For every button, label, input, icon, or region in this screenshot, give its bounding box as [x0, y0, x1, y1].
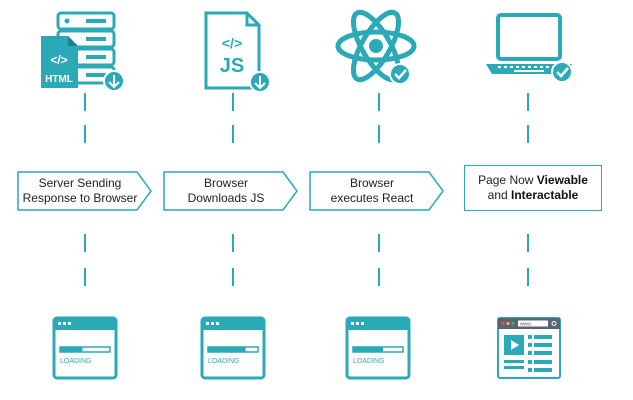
step-label-line2: executes React: [330, 191, 414, 205]
connector-dash: [84, 125, 86, 143]
connector-dash: [527, 93, 529, 111]
step-label-line2: Response to Browser: [22, 191, 138, 205]
loading-window-icon: LOADING: [345, 316, 411, 380]
final-bold-viewable: Viewable: [536, 173, 588, 187]
connector-dash: [527, 268, 529, 286]
loading-window-icon: LOADING: [200, 316, 266, 380]
connector-dash: [527, 234, 529, 252]
progress-fill: [208, 347, 246, 352]
js-file-tag: </>: [222, 35, 242, 51]
loading-label: LOADING: [353, 358, 385, 365]
progress-fill: [60, 347, 83, 352]
final-state-box: Page Now Viewable and Interactable: [464, 165, 602, 211]
html-file-tag: </>: [50, 53, 67, 67]
step-label-line2: Downloads JS: [187, 191, 265, 205]
final-bold-interactable: Interactable: [511, 188, 579, 202]
loading-label: LOADING: [208, 358, 240, 365]
connector-dash: [232, 93, 234, 111]
html-file-label: HTML: [45, 74, 73, 85]
connector-dash: [378, 93, 380, 111]
js-file-label: JS: [220, 55, 244, 77]
connector-dash: [378, 268, 380, 286]
connector-dash: [527, 125, 529, 143]
loading-label: LOADING: [60, 358, 92, 365]
loading-window-icon: LOADING: [52, 316, 118, 380]
laptop-icon: [486, 13, 573, 83]
step-browser-executes: Browser executes React: [309, 171, 445, 211]
connector-dash: [378, 125, 380, 143]
connector-dash: [232, 268, 234, 286]
connector-dash: [378, 234, 380, 252]
js-file-icon: </> JS: [204, 11, 271, 93]
connector-dash: [232, 125, 234, 143]
server-icon: </> HTML: [41, 11, 125, 92]
react-atom-icon: [335, 9, 417, 85]
final-mid: and: [487, 188, 511, 202]
connector-dash: [84, 234, 86, 252]
step-server-sending: Server Sending Response to Browser: [17, 171, 153, 211]
url-text: www.: [520, 322, 532, 328]
browser-page-icon: www.: [497, 317, 561, 379]
step-label-line1: Server Sending: [38, 176, 122, 190]
connector-dash: [84, 93, 86, 111]
connector-dash: [84, 268, 86, 286]
step-browser-downloads: Browser Downloads JS: [163, 171, 299, 211]
final-prefix: Page Now: [478, 173, 537, 187]
connector-dash: [232, 234, 234, 252]
step-label-line1: Browser: [349, 176, 394, 190]
progress-fill: [353, 347, 383, 352]
step-label-line1: Browser: [203, 176, 248, 190]
